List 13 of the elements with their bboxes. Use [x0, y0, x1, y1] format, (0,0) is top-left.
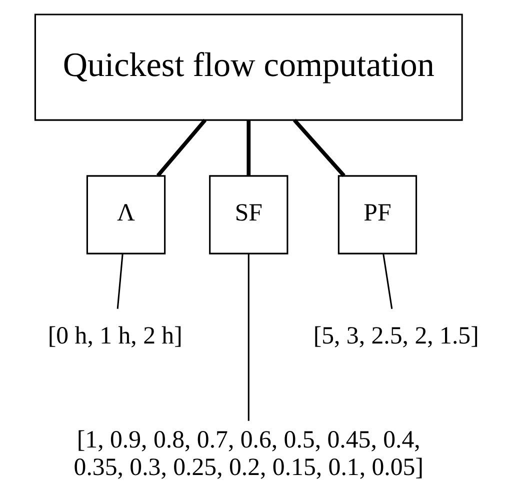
connector: [156, 118, 206, 177]
node-text: [1, 0.9, 0.8, 0.7, 0.6, 0.5, 0.45, 0.4, 0.35, 0.3, 0.25, 0.2, 0.15, 0.1, 0.05]: [73, 426, 423, 482]
node-text: [0 h, 1 h, 2 h]: [47, 322, 182, 350]
node-text: [5, 3, 2.5, 2, 1.5]: [312, 322, 478, 350]
node-box: Quickest flow computation: [34, 14, 462, 121]
connector: [382, 254, 392, 309]
node-box: PF: [337, 175, 417, 254]
connector: [247, 254, 249, 421]
node-box: SF: [208, 175, 288, 254]
connector: [292, 118, 345, 177]
connector: [116, 254, 123, 309]
connector: [246, 120, 250, 176]
node-box: Λ: [86, 175, 166, 254]
